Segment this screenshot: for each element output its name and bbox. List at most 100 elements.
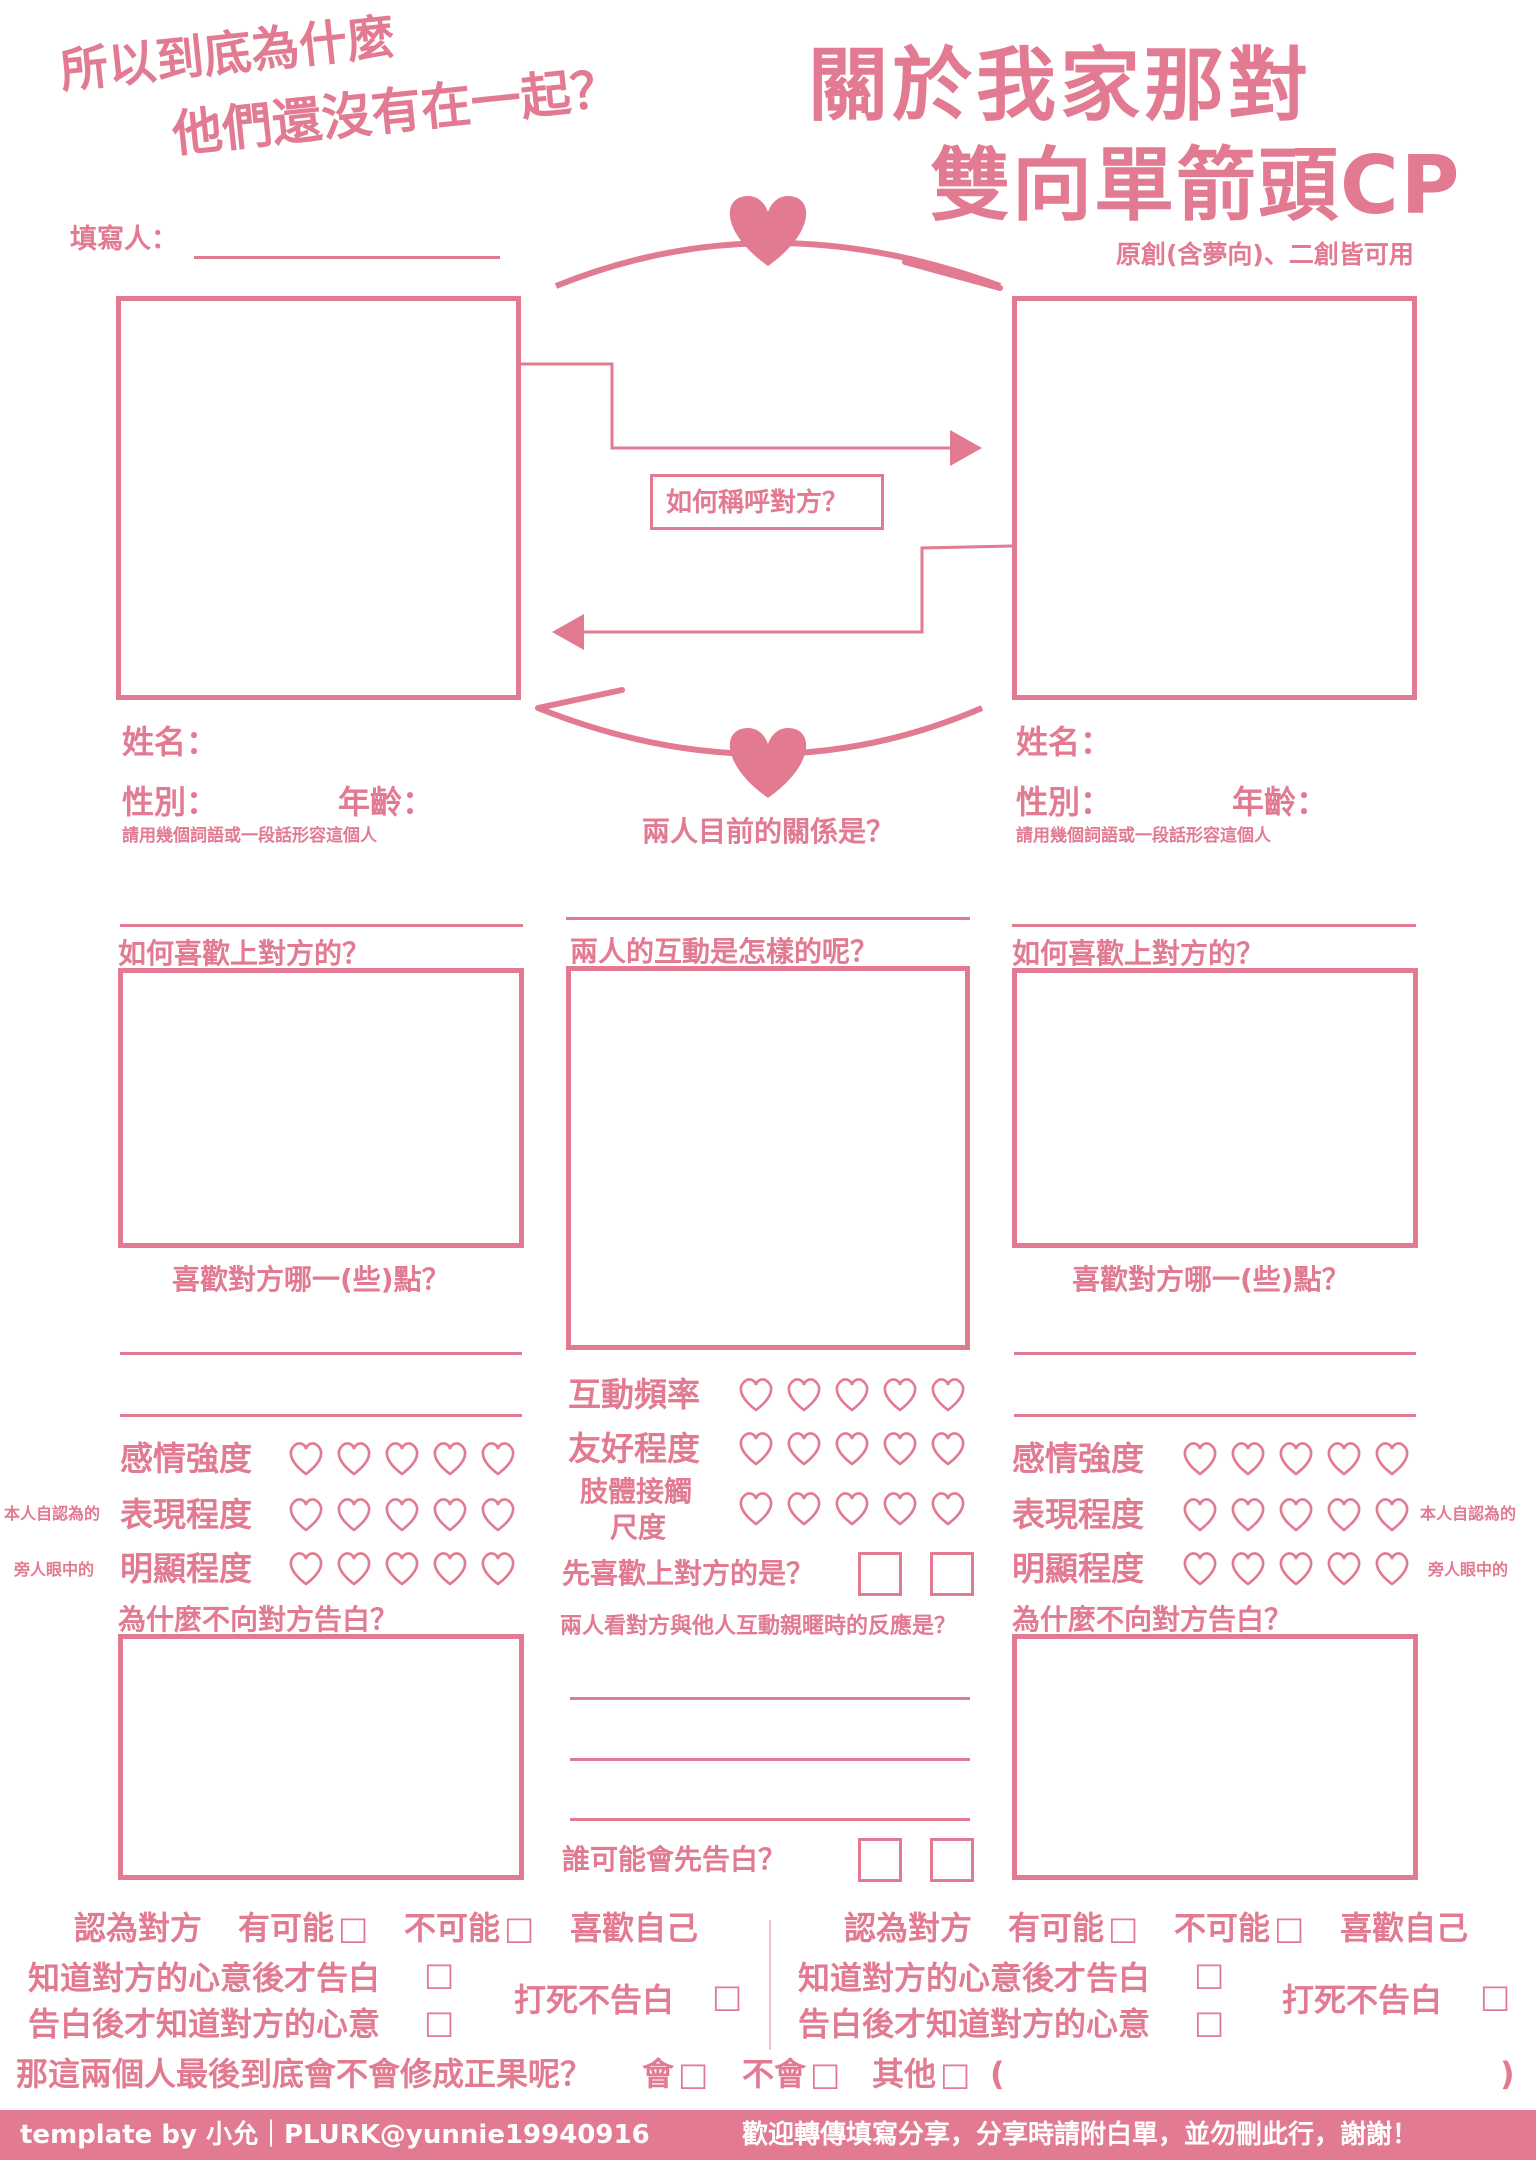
heart-outline-icon[interactable] (478, 1440, 518, 1476)
heart-outline-icon[interactable] (1180, 1496, 1220, 1532)
heart-outline-icon[interactable] (430, 1440, 470, 1476)
jealousy-line1[interactable] (570, 1697, 970, 1700)
left-never-confess-checkbox[interactable]: □ (712, 1977, 743, 2015)
center-relationship-line[interactable] (566, 917, 970, 920)
right-never-confess-checkbox[interactable]: □ (1480, 1977, 1511, 2015)
friendliness-rating[interactable] (736, 1430, 968, 1466)
heart-outline-icon[interactable] (928, 1490, 968, 1526)
left-describe-line[interactable] (120, 924, 523, 927)
right-possible-checkbox[interactable]: □ (1108, 1909, 1139, 1947)
heart-outline-icon[interactable] (1228, 1550, 1268, 1586)
heart-outline-icon[interactable] (430, 1550, 470, 1586)
right-gender-label: 性別： (1016, 783, 1113, 821)
final-yes-checkbox[interactable]: □ (678, 2055, 709, 2093)
final-no-checkbox[interactable]: □ (810, 2055, 841, 2093)
left-possible-checkbox[interactable]: □ (338, 1909, 369, 1947)
final-paren-close: ) (1500, 2055, 1515, 2093)
heart-outline-icon[interactable] (334, 1496, 374, 1532)
left-why-not-box[interactable] (118, 1634, 524, 1880)
heart-outline-icon[interactable] (1372, 1440, 1412, 1476)
right-why-not-label: 為什麼不向對方告白？ (1012, 1603, 1293, 1636)
heart-outline-icon[interactable] (1228, 1496, 1268, 1532)
interaction-freq-rating[interactable] (736, 1376, 968, 1412)
left-like-points-line2[interactable] (120, 1414, 522, 1417)
right-how-like-box[interactable] (1012, 968, 1418, 1248)
title-line1: 關於我家那對 (808, 39, 1312, 132)
heart-outline-icon[interactable] (382, 1496, 422, 1532)
heart-outline-icon[interactable] (286, 1440, 326, 1476)
heart-outline-icon[interactable] (1324, 1440, 1364, 1476)
right-describe-line[interactable] (1012, 924, 1416, 927)
jealousy-line2[interactable] (570, 1758, 970, 1761)
heart-outline-icon[interactable] (736, 1376, 776, 1412)
jealousy-line3[interactable] (570, 1818, 970, 1821)
heart-outline-icon[interactable] (286, 1550, 326, 1586)
left-obviousness-rating[interactable] (286, 1550, 518, 1586)
heart-outline-icon[interactable] (382, 1440, 422, 1476)
heart-outline-icon[interactable] (382, 1550, 422, 1586)
heart-outline-icon[interactable] (334, 1440, 374, 1476)
first-confess-checkbox-left[interactable] (858, 1838, 902, 1882)
heart-outline-icon[interactable] (832, 1430, 872, 1466)
right-why-not-box[interactable] (1012, 1634, 1418, 1880)
heart-outline-icon[interactable] (784, 1490, 824, 1526)
heart-outline-icon[interactable] (478, 1496, 518, 1532)
heart-outline-icon[interactable] (1180, 1440, 1220, 1476)
right-likes-self: 喜歡自己 (1340, 1909, 1469, 1947)
right-emotion-strength-rating[interactable] (1180, 1440, 1412, 1476)
heart-outline-icon[interactable] (832, 1490, 872, 1526)
heart-outline-icon[interactable] (928, 1376, 968, 1412)
filler-input-line[interactable] (194, 256, 500, 259)
heart-outline-icon[interactable] (1372, 1550, 1412, 1586)
heart-outline-icon[interactable] (1372, 1496, 1412, 1532)
left-like-points-line1[interactable] (120, 1352, 522, 1355)
left-describe-hint: 請用幾個詞語或一段話形容這個人 (122, 826, 377, 846)
right-know-after-confess-checkbox[interactable]: □ (1194, 2003, 1225, 2041)
heart-outline-icon[interactable] (880, 1490, 920, 1526)
heart-outline-icon[interactable] (784, 1376, 824, 1412)
heart-outline-icon[interactable] (784, 1430, 824, 1466)
heart-outline-icon[interactable] (1276, 1496, 1316, 1532)
left-others-view-note: 旁人眼中的 (14, 1560, 95, 1579)
left-know-after-confess-checkbox[interactable]: □ (424, 2003, 455, 2041)
heart-outline-icon[interactable] (736, 1430, 776, 1466)
heart-outline-icon[interactable] (736, 1490, 776, 1526)
left-emotion-strength-rating[interactable] (286, 1440, 518, 1476)
right-like-points-line2[interactable] (1014, 1414, 1416, 1417)
heart-outline-icon[interactable] (1276, 1550, 1316, 1586)
right-self-view-note: 本人自認為的 (1420, 1504, 1517, 1523)
heart-outline-icon[interactable] (1228, 1440, 1268, 1476)
left-how-like-box[interactable] (118, 968, 524, 1248)
interaction-box[interactable] (566, 966, 970, 1350)
heart-outline-icon[interactable] (880, 1376, 920, 1412)
heart-outline-icon[interactable] (1324, 1550, 1364, 1586)
first-confess-checkbox-right[interactable] (930, 1838, 974, 1882)
right-like-points-line1[interactable] (1014, 1352, 1416, 1355)
heart-outline-icon[interactable] (928, 1430, 968, 1466)
heart-outline-icon[interactable] (1276, 1440, 1316, 1476)
right-impossible-checkbox[interactable]: □ (1274, 1909, 1305, 1947)
first-like-checkbox-right[interactable] (930, 1552, 974, 1596)
heart-outline-icon[interactable] (1324, 1496, 1364, 1532)
heart-outline-icon[interactable] (430, 1496, 470, 1532)
heart-outline-icon[interactable] (832, 1376, 872, 1412)
final-other-checkbox[interactable]: □ (940, 2055, 971, 2093)
right-confess-after-know-checkbox[interactable]: □ (1194, 1955, 1225, 1993)
right-expression-rating[interactable] (1180, 1496, 1412, 1532)
right-like-points-label: 喜歡對方哪一(些)點？ (1072, 1263, 1350, 1296)
first-like-checkbox-left[interactable] (858, 1552, 902, 1596)
left-expression-rating[interactable] (286, 1496, 518, 1532)
heart-outline-icon[interactable] (478, 1550, 518, 1586)
left-impossible-checkbox[interactable]: □ (504, 1909, 535, 1947)
heart-outline-icon[interactable] (880, 1430, 920, 1466)
heart-outline-icon[interactable] (334, 1550, 374, 1586)
right-character-image-box[interactable] (1012, 296, 1417, 700)
heart-outline-icon[interactable] (286, 1496, 326, 1532)
left-character-image-box[interactable] (116, 296, 521, 700)
final-other-input[interactable] (1010, 2052, 1490, 2096)
contact-rating[interactable] (736, 1490, 968, 1526)
filler-label: 填寫人： (70, 224, 178, 255)
left-confess-after-know-checkbox[interactable]: □ (424, 1955, 455, 1993)
heart-outline-icon[interactable] (1180, 1550, 1220, 1586)
right-obviousness-rating[interactable] (1180, 1550, 1412, 1586)
